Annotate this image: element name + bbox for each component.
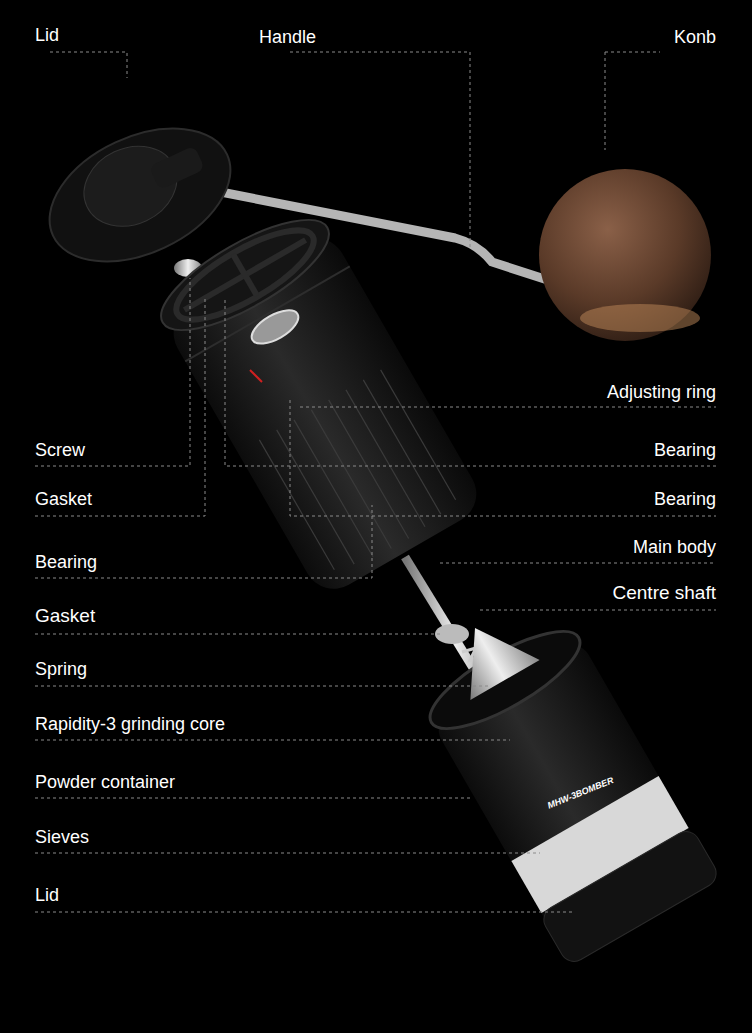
- part-label: Bearing: [654, 439, 716, 461]
- part-label: Powder container: [35, 771, 175, 793]
- part-label: Rapidity-3 grinding core: [35, 713, 225, 735]
- part-label: Centre shaft: [613, 582, 717, 604]
- part-label: Main body: [633, 536, 716, 558]
- part-label: Spring: [35, 658, 87, 680]
- part-label: Handle: [259, 26, 316, 48]
- part-label: Gasket: [35, 488, 92, 510]
- part-label: Bearing: [35, 551, 97, 573]
- part-label: Gasket: [35, 605, 95, 627]
- part-label: Konb: [674, 26, 716, 48]
- part-label: Screw: [35, 439, 85, 461]
- part-label: Lid: [35, 24, 59, 46]
- part-label: Sieves: [35, 826, 89, 848]
- part-label: Adjusting ring: [607, 381, 716, 403]
- part-label: Bearing: [654, 488, 716, 510]
- part-label: Lid: [35, 884, 59, 906]
